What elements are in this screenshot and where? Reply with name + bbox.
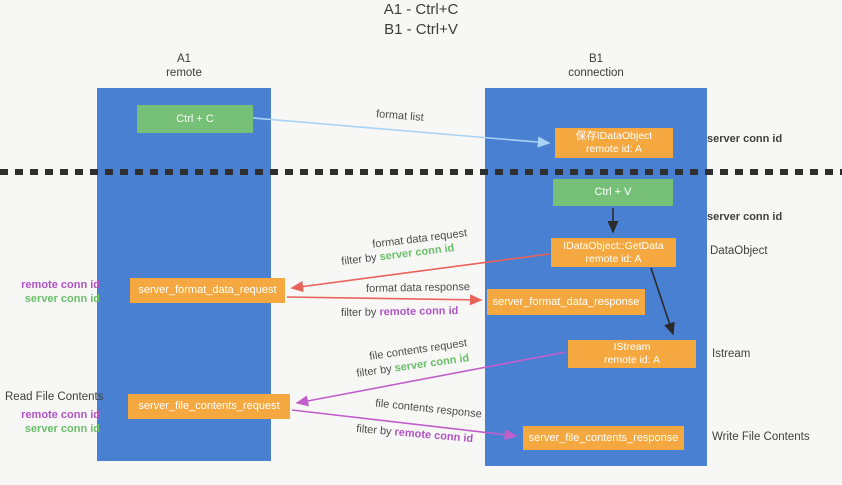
node-ctrl-v-label: Ctrl + V [594,186,632,198]
label-group-conn-ids-2: remote conn id server conn id [8,409,100,436]
label-server-conn-id-mid: server conn id [707,211,783,223]
label-file-contents-response: file contents response [374,397,483,421]
column-header-a1: A1 remote [97,52,271,80]
node-server-format-data-response: server_format_data_response [487,289,645,315]
node-istream-line2: remote id: A [603,354,661,366]
filter-by-text: filter by [340,251,378,268]
label-write-file-contents: Write File Contents [712,431,810,443]
dotted-divider-line [0,169,842,175]
format-data-response-arrow [286,294,483,306]
node-server-file-contents-request: server_file_contents_request [128,394,290,419]
label-read-file-contents: Read File Contents [5,391,104,403]
node-ctrl-c: Ctrl + C [137,105,253,133]
label-server-conn-id-2: server conn id [24,422,100,435]
node-save-idataobject: 保存IDataObject remote id: A [555,128,673,158]
column-a1-role: remote [166,67,202,79]
column-a1-name: A1 [176,53,192,65]
label-remote-conn-id-1: remote conn id [21,279,100,291]
node-format-request-label: server_format_data_request [138,284,277,296]
column-b1-role: connection [568,67,624,79]
label-server-conn-id-top: server conn id [707,133,783,145]
node-istream-line1: IStream [613,341,651,353]
filter-by-text: filter by [355,422,393,438]
label-remote-conn-id-2: remote conn id [21,409,100,421]
node-ctrl-v: Ctrl + V [553,179,673,206]
diagram-title: A1 - Ctrl+C B1 - Ctrl+V [0,0,842,40]
title-line-1: A1 - Ctrl+C [383,1,459,18]
label-server-conn-id-1: server conn id [24,292,100,305]
label-format-list: format list [375,108,425,124]
node-ctrl-c-label: Ctrl + C [176,112,214,125]
label-istream: Istream [712,348,751,360]
node-save-line2: remote id: A [585,143,643,155]
remote-conn-id-text: remote conn id [379,304,459,319]
node-file-response-label: server_file_contents_response [528,431,679,444]
node-getdata-line1: IDataObject::GetData [563,239,664,252]
title-line-2: B1 - Ctrl+V [384,21,458,38]
label-format-data-response: format data response [365,281,471,295]
filter-by-text: filter by [355,363,393,380]
node-file-request-label: server_file_contents_request [138,400,280,412]
remote-conn-id-text: remote conn id [394,426,474,446]
node-istream: IStream remote id: A [568,340,696,368]
node-server-file-contents-response: server_file_contents_response [523,426,684,450]
label-dataobject: DataObject [710,245,768,257]
column-b1-name: B1 [588,53,604,65]
node-getdata-line2: remote id: A [585,252,642,265]
node-server-format-data-request: server_format_data_request [130,278,285,303]
node-save-line1: 保存IDataObject [575,130,653,142]
node-format-response-label: server_format_data_response [492,295,640,308]
column-header-b1: B1 connection [485,52,707,80]
filter-by-text: filter by [340,306,377,320]
node-idataobject-getdata: IDataObject::GetData remote id: A [551,238,676,267]
label-group-conn-ids-1: remote conn id server conn id [8,279,100,306]
